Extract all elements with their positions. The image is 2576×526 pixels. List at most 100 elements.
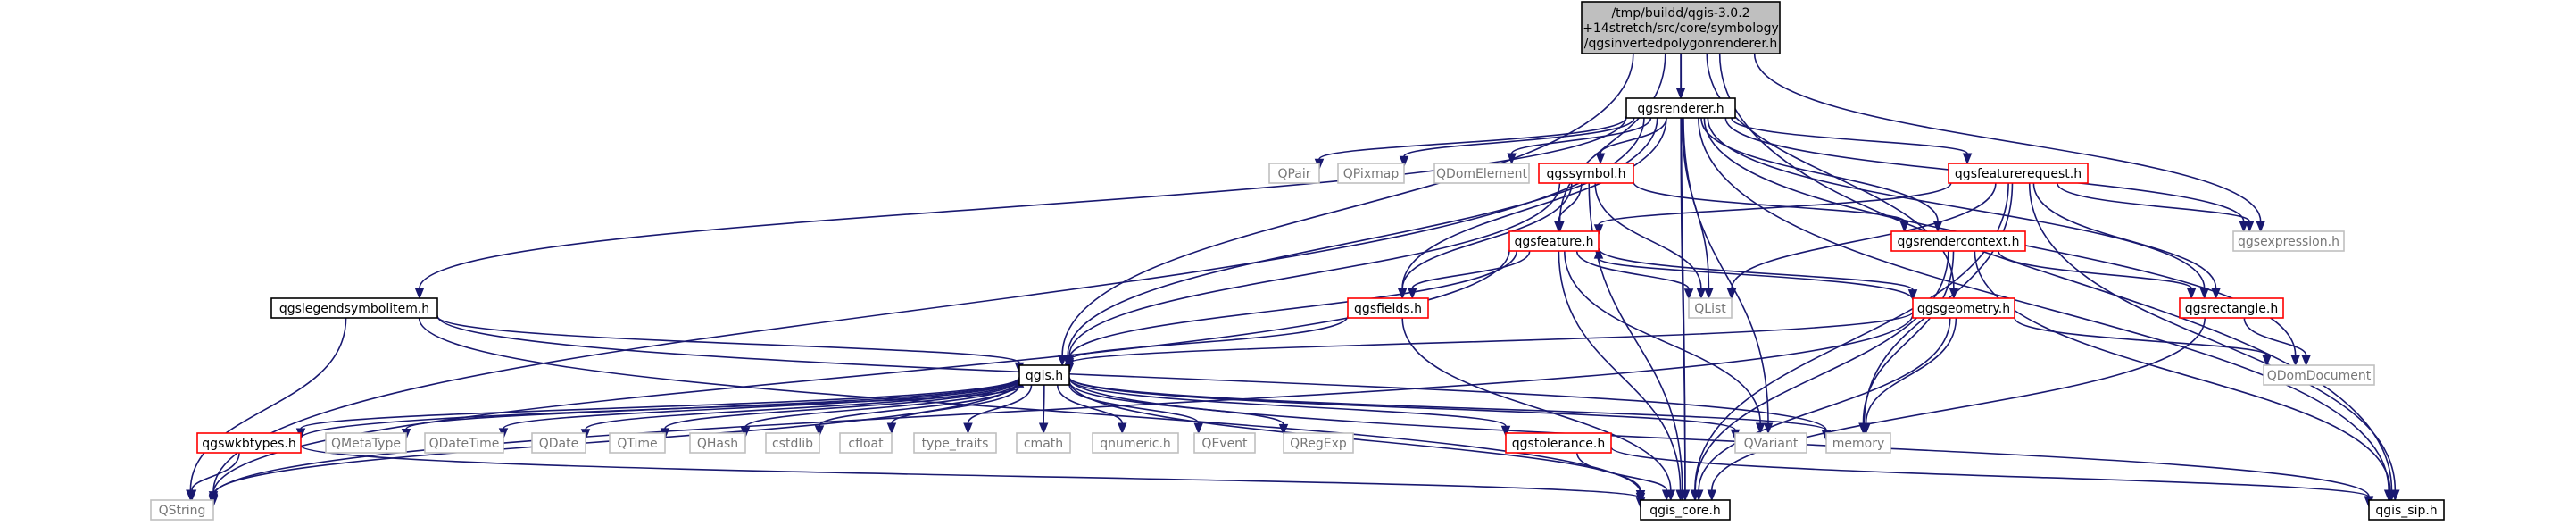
node-QHash: QHash (689, 432, 746, 454)
node-label: QPair (1277, 167, 1310, 181)
node-box (913, 432, 997, 454)
node-label: qgsfeature.h (1515, 235, 1594, 249)
node-QRegExp: QRegExp (1283, 432, 1354, 454)
node-qgstolerance[interactable]: qgstolerance.h (1505, 432, 1612, 454)
node-label: QTime (617, 437, 657, 451)
node-box (1688, 297, 1733, 319)
edge-qgsrenderer-to-qgsrectangle (1707, 117, 2209, 300)
node-box (2232, 230, 2345, 252)
node-QEvent: QEvent (1193, 432, 1256, 454)
node-label: qgsrendercontext.h (1897, 235, 2019, 249)
edge-qgsfeaturerequest-to-qgsfeature (1593, 182, 1952, 237)
node-box (689, 432, 746, 454)
node-label: QEvent (1201, 437, 1248, 451)
node-qgswkbtypes[interactable]: qgswkbtypes.h (196, 432, 302, 454)
node-box (2179, 297, 2284, 319)
node-label: qgssymbol.h (1547, 167, 1626, 181)
node-qgis_core[interactable]: qgis_core.h (1640, 499, 1731, 521)
edge-qgslegendsymbolitem-to-QString (186, 317, 347, 502)
edge-qgstolerance-to-qgis_sip (1610, 446, 2374, 509)
edge-qgsfeature-to-qgis_core (1558, 250, 1685, 502)
edge-qgslegendsymbolitem-to-memory (436, 315, 1832, 442)
node-label: QMetaType (331, 437, 401, 451)
node-box (531, 432, 586, 454)
node-QList: QList (1688, 297, 1733, 319)
edge-qgsrenderer-to-qgsfields (1397, 117, 1667, 300)
node-box (1825, 432, 1891, 454)
node-box (839, 432, 893, 454)
node-box (1734, 432, 1807, 454)
edge-qgis-to-type_traits (963, 384, 1033, 435)
node-qgsfeaturerequest[interactable]: qgsfeaturerequest.h (1948, 163, 2089, 184)
edge-qgsrendercontext-to-qgsrectangle (1998, 250, 2197, 300)
node-qgsrenderer[interactable]: qgsrenderer.h (1625, 97, 1736, 119)
node-box (1538, 163, 1634, 184)
node-label: +14stretch/src/core/symbology (1583, 21, 1779, 36)
node-qgsrendercontext[interactable]: qgsrendercontext.h (1890, 230, 2026, 252)
node-label: QVariant (1744, 437, 1799, 451)
node-box (2368, 499, 2445, 521)
node-label: qgstolerance.h (1512, 437, 1605, 451)
node-box (1948, 163, 2089, 184)
edge-qgsrendercontext-to-qgis_sip (1974, 250, 2395, 502)
edge-qgsgeometry-to-QDomDocument (2014, 317, 2272, 367)
node-box (765, 432, 820, 454)
node-box (270, 297, 438, 319)
node-box (1640, 499, 1731, 521)
edge-qgswkbtypes-to-qgis_core (300, 445, 1646, 509)
node-QMetaType: QMetaType (325, 432, 407, 454)
node-box (1508, 230, 1600, 252)
node-root[interactable]: /tmp/buildd/qgis-3.0.2+14stretch/src/cor… (1581, 1, 1781, 54)
edge-qgsfeature-to-QList (1575, 250, 1694, 301)
edge-qgsfeature-to-QVariant (1564, 250, 1766, 435)
node-box (1337, 163, 1405, 184)
edge-qgstolerance-to-qgis_core (1576, 452, 1672, 502)
node-label: qgsgeometry.h (1917, 302, 2010, 316)
edge-qgsrenderer-to-QPixmap (1399, 117, 1635, 168)
node-qgsrectangle[interactable]: qgsrectangle.h (2179, 297, 2284, 319)
node-label: qgswkbtypes.h (202, 437, 295, 451)
node-qgis_sip[interactable]: qgis_sip.h (2368, 499, 2445, 521)
edge-qgis-to-cfloat (886, 384, 1020, 435)
node-box (1268, 163, 1320, 184)
node-qgssymbol[interactable]: qgssymbol.h (1538, 163, 1634, 184)
edge-qgsfeature-to-qgsgeometry (1598, 247, 1918, 302)
edge-qgis-to-QVariant (1068, 377, 1741, 441)
node-box (1581, 1, 1781, 54)
node-label: memory (1832, 437, 1885, 451)
node-box (1347, 297, 1429, 319)
edge-qgsfeature-to-QString (208, 249, 1510, 505)
node-qgis[interactable]: qgis.h (1018, 364, 1070, 386)
node-label: QDomElement (1436, 167, 1527, 181)
node-label: /tmp/buildd/qgis-3.0.2 (1611, 6, 1749, 21)
node-qgsfields[interactable]: qgsfields.h (1347, 297, 1429, 319)
node-cstdlib: cstdlib (765, 432, 820, 454)
node-cmath: cmath (1016, 432, 1071, 454)
node-qgslegendsymbolitem[interactable]: qgslegendsymbolitem.h (270, 297, 438, 319)
node-label: qgslegendsymbolitem.h (279, 302, 429, 316)
node-label: QList (1694, 302, 1726, 316)
edge-qgsfeaturerequest-to-qgsexpression (2057, 182, 2255, 233)
edge-qgsfeature-to-qgsfields (1408, 250, 1531, 300)
edge-qgssymbol-to-qgsfeature (1553, 182, 1583, 233)
node-label: QDateTime (429, 437, 500, 451)
edge-qgis-to-cmath (1038, 384, 1049, 435)
node-QDateTime: QDateTime (424, 432, 504, 454)
node-qgsgeometry[interactable]: qgsgeometry.h (1912, 297, 2015, 319)
edge-qgis-to-QEvent (1068, 384, 1204, 435)
edge-root-to-qgsexpression (1753, 53, 2265, 233)
edge-qgsgeometry-to-qgis_core (1693, 317, 1951, 502)
node-label: qgis_core.h (1649, 504, 1721, 518)
node-box (609, 432, 666, 454)
node-box (1016, 432, 1071, 454)
node-box (1283, 432, 1354, 454)
edge-qgsgeometry-to-memory (1861, 317, 1957, 435)
edge-qgsrenderer-to-qgssymbol (1595, 117, 1667, 165)
node-qgsfeature[interactable]: qgsfeature.h (1508, 230, 1600, 252)
edge-qgsrectangle-to-qgis_core (1707, 317, 2206, 502)
edge-qgswkbtypes-to-QString (187, 452, 240, 502)
node-qgsexpression: qgsexpression.h (2232, 230, 2345, 252)
node-label: type_traits (922, 437, 989, 451)
node-box (2263, 364, 2375, 386)
